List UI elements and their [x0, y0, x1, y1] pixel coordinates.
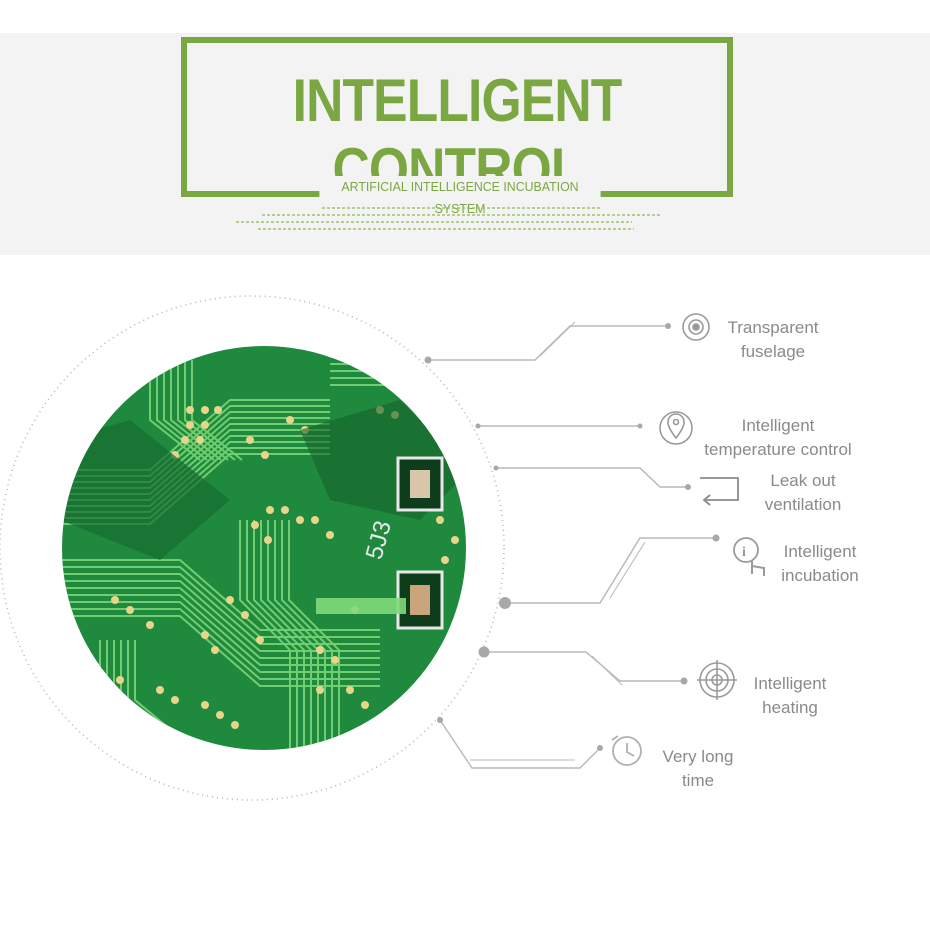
pcb-pad	[111, 596, 119, 604]
feature-subtitle: fuselage	[740, 342, 806, 361]
location-pin-icon	[659, 411, 693, 445]
pcb-trace	[253, 520, 305, 750]
decorative-text-line	[236, 221, 632, 223]
feature-title: Intelligent	[753, 674, 827, 693]
pcb-trace	[62, 594, 380, 666]
pcb-pad	[126, 606, 134, 614]
header-banner	[0, 33, 930, 255]
return-arrow-icon	[700, 477, 739, 506]
outer-dashed-ring	[0, 295, 505, 801]
pcb-pad	[226, 596, 234, 604]
clock-icon	[611, 735, 642, 766]
pcb-pad	[216, 711, 224, 719]
pcb-pad	[241, 611, 249, 619]
circuit-board-image: 5J3	[62, 346, 466, 750]
pcb-trace	[281, 520, 333, 750]
feature-title: Intelligent	[741, 416, 815, 435]
pcb-pad	[266, 506, 274, 514]
decorative-text-line	[258, 228, 634, 230]
target-ring-icon	[682, 313, 710, 341]
pcb-trace	[184, 360, 236, 461]
pcb-pad	[281, 506, 289, 514]
pcb-pad	[201, 406, 209, 414]
feature-subtitle: incubation	[781, 566, 859, 585]
pcb-pad	[316, 646, 324, 654]
feature-title: Leak out	[770, 471, 836, 490]
feature-title: Very long	[662, 747, 734, 766]
pcb-pad	[186, 421, 194, 429]
pcb-pad	[251, 521, 259, 529]
pcb-pad	[441, 556, 449, 564]
connector-line-5	[484, 651, 684, 682]
pcb-trace	[239, 520, 291, 750]
feature-subtitle: heating	[762, 698, 818, 717]
connector-line-3	[496, 467, 688, 488]
feature-label-temperature-control: Intelligent temperature control	[690, 414, 866, 462]
pcb-pad	[186, 406, 194, 414]
crosshair-icon	[697, 660, 737, 700]
connector-dots	[424, 323, 720, 751]
pcb-pad	[246, 436, 254, 444]
connector-line-6	[439, 719, 601, 769]
pcb-pad	[286, 416, 294, 424]
pcb-trace	[62, 587, 380, 659]
feature-label-ventilation: Leak out ventilation	[744, 469, 862, 517]
connector-line-1	[428, 325, 668, 361]
pcb-pad	[231, 721, 239, 729]
pcb-pad	[211, 646, 219, 654]
pcb-pad	[181, 436, 189, 444]
connector-line-4	[505, 537, 716, 604]
svg-text:i: i	[742, 545, 746, 560]
pcb-pad	[361, 701, 369, 709]
connector-lines	[428, 321, 716, 769]
pcb-pad	[156, 686, 164, 694]
pcb-pad	[316, 686, 324, 694]
feature-title: Intelligent	[783, 542, 857, 561]
feature-subtitle: temperature control	[704, 440, 852, 459]
pcb-pad	[311, 516, 319, 524]
info-touch-icon: i	[733, 537, 765, 576]
pcb-trace	[62, 608, 380, 680]
pcb-trace	[274, 520, 326, 750]
pcb-pad	[201, 421, 209, 429]
pcb-trace	[156, 360, 208, 461]
pcb-pad	[196, 436, 204, 444]
pcb-pad	[451, 536, 459, 544]
pcb-trace	[191, 360, 243, 461]
pcb-pad	[296, 516, 304, 524]
pcb-pad	[116, 676, 124, 684]
pcb-trace	[260, 520, 312, 750]
pcb-pad	[264, 536, 272, 544]
pcb-trace	[62, 601, 380, 673]
pcb-pad	[436, 516, 444, 524]
decorative-text-line	[322, 207, 602, 209]
pcb-pad	[146, 621, 154, 629]
pcb-pad	[214, 406, 222, 414]
pcb-pad	[171, 696, 179, 704]
pcb-pad	[256, 636, 264, 644]
feature-label-incubation: Intelligent incubation	[768, 540, 872, 588]
pcb-pad	[201, 701, 209, 709]
pcb-trace	[246, 520, 298, 750]
feature-title: Transparent	[727, 318, 819, 337]
feature-subtitle: time	[681, 771, 715, 790]
pcb-trace	[267, 520, 319, 750]
pcb-trace	[177, 360, 229, 461]
feature-label-long-time: Very long time	[648, 745, 748, 793]
pcb-pad	[261, 451, 269, 459]
decorative-text-line	[262, 214, 662, 216]
pcb-pad	[331, 656, 339, 664]
pcb-trace	[288, 520, 340, 750]
pcb-pad	[201, 631, 209, 639]
feature-subtitle: ventilation	[764, 495, 842, 514]
pcb-pad	[346, 686, 354, 694]
pcb-pad	[326, 531, 334, 539]
pcb-trace	[163, 360, 215, 461]
feature-label-transparent-fuselage: Transparent fuselage	[708, 316, 838, 364]
pcb-trace	[170, 360, 222, 461]
feature-label-heating: Intelligent heating	[740, 672, 840, 720]
